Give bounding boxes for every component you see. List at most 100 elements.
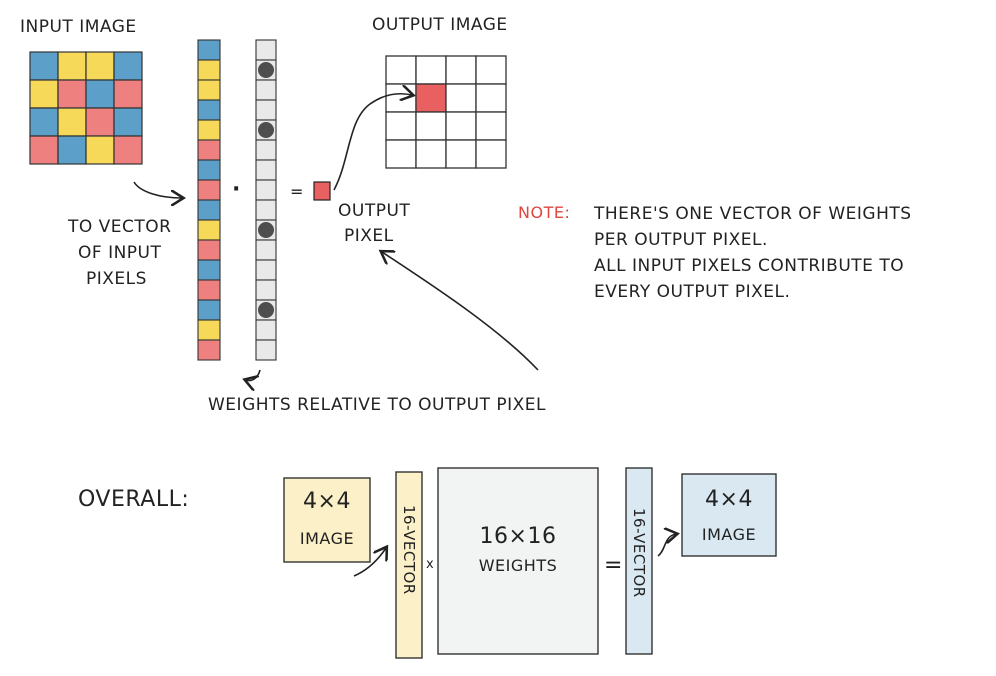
- input-pixel-cell: [85, 107, 115, 137]
- output-grid-cell: [475, 139, 507, 169]
- weight-vector-cell: [255, 159, 277, 181]
- image-to-vector-arrow: [353, 548, 386, 577]
- output-grid-cell: [445, 139, 477, 169]
- output-box-size: 4×4: [705, 487, 753, 512]
- note-line-1: THERE'S ONE VECTOR OF WEIGHTS: [593, 204, 912, 224]
- input-pixel-cell: [113, 135, 143, 165]
- input-vector-cell: [197, 139, 221, 161]
- weight-vector-cell: [255, 179, 277, 201]
- output-grid-cell: [475, 55, 507, 85]
- input-pixel-cell: [29, 135, 59, 165]
- dark-weight-mark: [258, 302, 274, 318]
- output-grid-cell: [445, 55, 477, 85]
- weights-matrix-label: WEIGHTS: [479, 556, 558, 575]
- dark-weight-mark: [258, 62, 274, 78]
- input-vector-cell: [197, 199, 221, 221]
- output-pixel-highlight: [415, 83, 447, 113]
- weights-label-arrow: [246, 369, 261, 381]
- to-vector-label-2: OF INPUT: [78, 243, 161, 263]
- input-pixel-cell: [29, 79, 59, 109]
- output-image-box: [681, 473, 777, 557]
- output-image-title: OUTPUT IMAGE: [372, 15, 508, 35]
- output-grid-cell: [385, 111, 417, 141]
- input-pixel-cell: [113, 107, 143, 137]
- input-vector-cell: [197, 59, 221, 81]
- note-line-3: ALL INPUT PIXELS CONTRIBUTE TO: [594, 256, 904, 276]
- input-16-vector: [395, 471, 423, 659]
- output-box-label: IMAGE: [702, 525, 756, 544]
- output-grid-cell: [475, 83, 507, 113]
- output-grid-cell: [415, 55, 447, 85]
- output-grid-cell: [415, 111, 447, 141]
- weight-vector: [255, 39, 277, 361]
- input-vector-cell: [197, 259, 221, 281]
- to-vector-label-3: PIXELS: [86, 269, 147, 289]
- input-pixel-cell: [113, 79, 143, 109]
- input-vector-cell: [197, 179, 221, 201]
- weights-relative-label: WEIGHTS RELATIVE TO OUTPUT PIXEL: [208, 395, 546, 415]
- times-operator: x: [426, 557, 434, 572]
- input-pixel-cell: [57, 135, 87, 165]
- note-label: NOTE:: [518, 203, 570, 222]
- overall-label: OVERALL:: [78, 487, 189, 512]
- weights-to-pixel-arrow: [382, 252, 539, 371]
- vector-to-image-arrow: [657, 534, 676, 557]
- input-vector-cell: [197, 339, 221, 361]
- weight-vector-cell: [255, 199, 277, 221]
- weights-matrix-size: 16×16: [480, 524, 557, 549]
- input-pixel-cell: [57, 51, 87, 81]
- dark-weight-mark: [258, 222, 274, 238]
- output-grid-cell: [475, 111, 507, 141]
- overall-equals-operator: =: [604, 553, 623, 578]
- weight-vector-cell: [255, 99, 277, 121]
- input-pixel-cell: [29, 51, 59, 81]
- input-vector-cell: [197, 79, 221, 101]
- input-pixel-cell: [85, 79, 115, 109]
- input-image-box: [283, 477, 371, 563]
- weight-vector-cell: [255, 259, 277, 281]
- output-pixel-label-1: OUTPUT: [338, 201, 410, 221]
- output-grid-cell: [415, 139, 447, 169]
- weight-vector-cell: [255, 79, 277, 101]
- input-vector-cell: [197, 319, 221, 341]
- input-pixel-vector: [197, 39, 221, 361]
- input-vector-cell: [197, 279, 221, 301]
- weight-vector-cell: [255, 279, 277, 301]
- output-pixel-label-2: PIXEL: [344, 226, 394, 246]
- input-pixel-cell: [57, 107, 87, 137]
- weight-vector-cell: [255, 339, 277, 361]
- output-grid-cell: [385, 139, 417, 169]
- weight-vector-cell: [255, 319, 277, 341]
- weights-matrix-box: [437, 467, 599, 655]
- input-box-size: 4×4: [303, 489, 351, 514]
- output-pixel-arrow: [333, 94, 412, 191]
- output-pixel-square: [313, 181, 331, 201]
- output-image-grid: [385, 55, 507, 169]
- dark-weight-mark: [258, 122, 274, 138]
- note-line-4: EVERY OUTPUT PIXEL.: [594, 282, 790, 302]
- input-vector-cell: [197, 39, 221, 61]
- output-16-vector: [625, 467, 653, 655]
- input-pixel-cell: [85, 135, 115, 165]
- input-16-vector-label: 16-VECTOR: [400, 505, 418, 595]
- output-grid-cell: [445, 83, 477, 113]
- equals-operator: =: [290, 182, 304, 201]
- weight-vector-cell: [255, 139, 277, 161]
- note-line-2: PER OUTPUT PIXEL.: [594, 230, 768, 250]
- weight-vector-cell: [255, 39, 277, 61]
- input-pixel-cell: [113, 51, 143, 81]
- dot-operator: ·: [232, 177, 241, 202]
- to-vector-arrow: [133, 181, 182, 198]
- input-pixel-cell: [29, 107, 59, 137]
- input-image-title: INPUT IMAGE: [20, 17, 137, 37]
- weight-vector-cell: [255, 239, 277, 261]
- input-image-grid: [29, 51, 143, 165]
- input-box-label: IMAGE: [300, 529, 354, 548]
- input-pixel-cell: [57, 79, 87, 109]
- to-vector-label-1: TO VECTOR: [67, 217, 172, 237]
- input-vector-cell: [197, 299, 221, 321]
- input-vector-cell: [197, 99, 221, 121]
- input-vector-cell: [197, 219, 221, 241]
- output-16-vector-label: 16-VECTOR: [630, 508, 648, 598]
